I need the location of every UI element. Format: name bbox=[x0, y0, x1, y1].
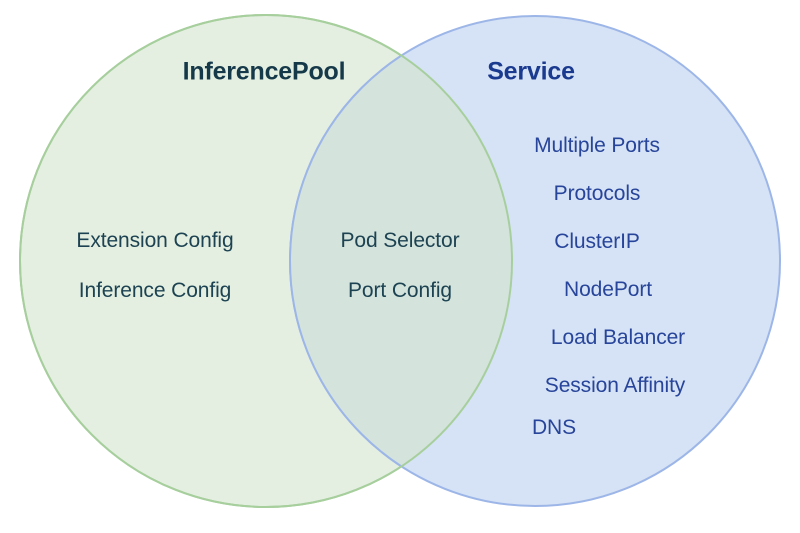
right-set-item-7: DNS bbox=[531, 416, 577, 439]
left-set-title: InferencePool bbox=[182, 57, 346, 86]
right-set-title: Service bbox=[487, 57, 575, 86]
right-set-item-5: Load Balancer bbox=[550, 326, 686, 349]
left-set-item-2: Inference Config bbox=[78, 279, 232, 302]
intersection-item-1: Pod Selector bbox=[340, 229, 460, 252]
right-set-item-4: NodePort bbox=[564, 278, 652, 301]
right-set-item-1: Multiple Ports bbox=[534, 134, 660, 157]
left-set-outline bbox=[19, 14, 513, 508]
right-set-item-3: ClusterIP bbox=[554, 230, 640, 253]
intersection-fill bbox=[289, 15, 512, 507]
left-set-item-1: Extension Config bbox=[76, 229, 234, 252]
intersection-region[interactable] bbox=[289, 15, 780, 507]
right-set-item-6: Session Affinity bbox=[544, 374, 686, 397]
right-set-item-2: Protocols bbox=[553, 182, 641, 205]
intersection-item-2: Port Config bbox=[348, 279, 452, 302]
